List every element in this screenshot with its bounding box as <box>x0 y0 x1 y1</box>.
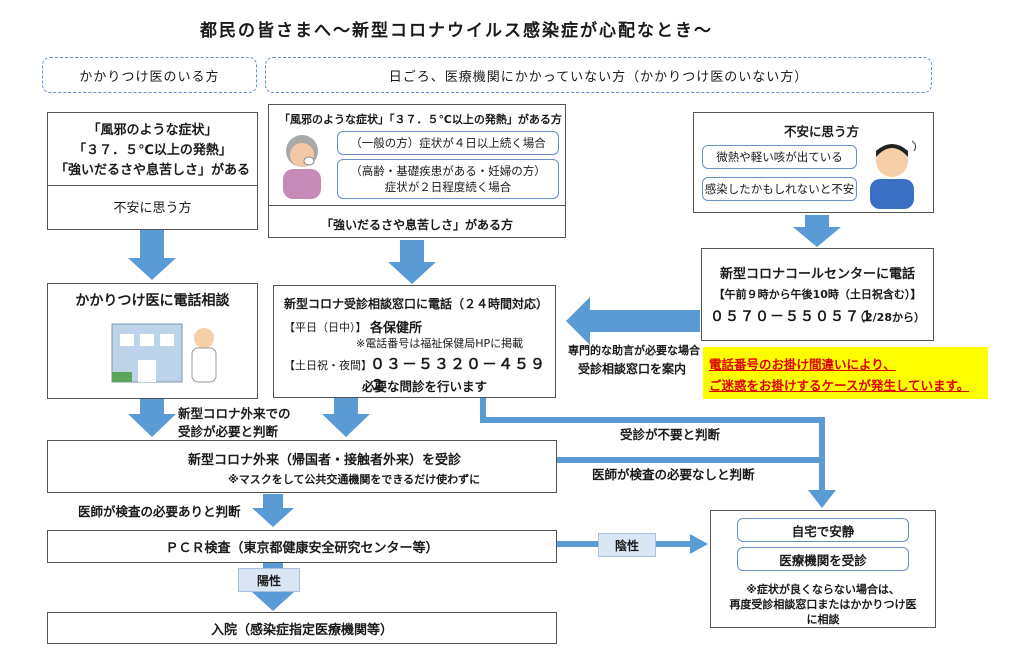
arrow-a-to-d-shaft <box>140 228 164 258</box>
pill-risk-2days: （高齢・基礎疾患がある・妊婦の方） 症状が２日程度続く場合 <box>337 159 559 199</box>
arrow-g-to-h-shaft <box>263 494 283 510</box>
page-title: 都民の皆さまへ～新型コロナウイルス感染症が心配なとき～ <box>200 21 713 41</box>
arrow-e-to-j-down <box>480 398 486 423</box>
pill-visit-hospital: 医療機関を受診 <box>737 547 909 571</box>
arrow-g-to-h-head <box>252 508 294 527</box>
arrow-f-to-e-head <box>566 297 590 345</box>
box-symptoms-with-doctor: 「風邪のような症状」 「３７．５℃以上の発熱」 「強いだるさや息苦しさ」がある … <box>47 112 258 230</box>
header-without-doctor: 日ごろ、医療機関にかかっていない方（かかりつけ医のいない方） <box>265 57 932 93</box>
arrow-h-to-j-head <box>690 534 708 554</box>
label-no-visit-needed: 受診が不要と判断 <box>620 427 721 442</box>
label-positive-text: 陽性 <box>256 573 281 588</box>
box-j-note1: ※症状が良くならない場合は、 <box>746 583 900 596</box>
arrow-h-to-i-head <box>252 592 294 611</box>
pill-home-rest: 自宅で安静 <box>737 518 909 542</box>
box-anxious: 不安に思う方 微熱や軽い咳が出ている 感染したかもしれないと不安 <box>693 112 934 213</box>
arrow-e-to-g-shaft <box>334 397 358 415</box>
symptom-fever: 「３７．５℃以上の発熱」 <box>73 143 232 158</box>
box-pcr-test: ＰＣＲ検査（東京都健康安全研究センター等） <box>47 530 557 563</box>
worried-man-icon <box>870 140 917 209</box>
weekday-value: 各保健所 <box>370 321 423 336</box>
label-outpatient-needed-2: 受診が必要と判断 <box>178 424 279 439</box>
symptom-cold: 「風邪のような症状」 <box>87 123 218 138</box>
label-no-test-needed: 医師が検査の必要なしと判断 <box>592 467 755 482</box>
box-call-family-doctor: かかりつけ医に電話相談 <box>47 283 258 399</box>
box-d-title: かかりつけ医に電話相談 <box>75 293 230 309</box>
clinic-doctor-icon <box>111 323 217 383</box>
warning-line1: 電話番号のお掛け間違いにより、 <box>709 357 896 372</box>
label-negative-text: 陰性 <box>614 538 639 553</box>
box-e-footer: 必要な問診を行います <box>362 379 488 394</box>
box-consultation-center: 新型コロナ受診相談窓口に電話（２４時間対応） 【平日（日中）】 各保健所 ※電話… <box>273 285 556 398</box>
sick-elderly-icon <box>283 135 321 199</box>
label-negative: 陰性 <box>598 533 656 557</box>
arrow-e-to-j-right <box>480 417 825 423</box>
pill-general-4days: （一般の方）症状が４日以上続く場合 <box>337 131 559 155</box>
box-e-title: 新型コロナ受診相談窓口に電話（２４時間対応） <box>284 297 549 311</box>
call-center-hours: 【午前９時から午後10時（土日祝含む）】 <box>713 288 922 301</box>
box-j-note3: に相談 <box>806 613 840 626</box>
label-guide-to-center: 受診相談窓口を案内 <box>578 362 687 376</box>
arrow-c-to-f-head <box>793 227 841 247</box>
box-home-rest: 自宅で安静 医療機関を受診 ※症状が良くならない場合は、 再度受診相談窓口または… <box>710 510 936 628</box>
arrow-b-to-e-head <box>388 262 436 284</box>
holiday-label: 【土日祝・夜間】 <box>284 359 372 372</box>
warning-line2: ご迷惑をお掛けするケースが発生しています。 <box>709 378 970 393</box>
box-g-line2: ※マスクをして公共交通機関をできるだけ使わずに <box>228 473 481 486</box>
arrow-into-j-shaft <box>819 417 825 492</box>
phone-note: ※電話番号は福祉保健局HPに掲載 <box>356 337 524 350</box>
arrow-b-to-e-shaft <box>400 240 424 262</box>
arrow-into-j-head <box>808 490 836 508</box>
box-hospitalization: 入院（感染症指定医療機関等） <box>47 612 557 644</box>
box-j-note2: 再度受診相談窓口またはかかりつけ医 <box>729 598 917 611</box>
weekday-label: 【平日（日中）】 <box>284 321 367 334</box>
pill-infection-worry: 感染したかもしれないと不安 <box>702 177 857 201</box>
label-positive: 陽性 <box>238 568 300 592</box>
arrow-e-to-g-head <box>322 414 370 437</box>
call-center-phone-note: （2/28から） <box>854 311 925 324</box>
box-call-center: 新型コロナコールセンターに電話 【午前９時から午後10時（土日祝含む）】 ０５７… <box>701 248 934 341</box>
box-covid-outpatient: 新型コロナ外来（帰国者・接触者外来）を受診 ※マスクをして公共交通機関をできるだ… <box>47 440 557 493</box>
arrow-d-to-g-shaft <box>140 399 164 415</box>
box-i-text: 入院（感染症指定医療機関等） <box>210 622 393 638</box>
label-advice-needed: 専門的な助言が必要な場合 <box>568 344 700 357</box>
box-b-header: 「風邪のような症状」「３７．５℃以上の発熱」がある方 <box>279 113 562 126</box>
pill-risk-line1: （高齢・基礎疾患がある・妊婦の方） <box>350 164 546 178</box>
holiday-phone: ０３－５３２０－４５９２ <box>370 355 547 394</box>
call-center-phone: ０５７０－５５０５７１ <box>710 309 875 325</box>
pill-risk-line2: 症状が２日程度続く場合 <box>384 180 512 194</box>
box-h-text: ＰＣＲ検査（東京都健康安全研究センター等） <box>165 541 439 556</box>
header-with-doctor: かかりつけ医のいる方 <box>42 57 257 93</box>
arrow-d-to-g-head <box>128 414 176 437</box>
header-with-doctor-label: かかりつけ医のいる方 <box>79 69 220 85</box>
header-without-doctor-label: 日ごろ、医療機関にかかっていない方（かかりつけ医のいない方） <box>388 69 809 85</box>
warning-banner: 電話番号のお掛け間違いにより、 ご迷惑をお掛けするケースが発生しています。 <box>703 347 988 399</box>
symptom-fatigue: 「強いだるさや息苦しさ」がある <box>54 163 250 178</box>
box-symptoms-without-doctor: 「風邪のような症状」「３７．５℃以上の発熱」がある方 （一般の方）症状が４日以上… <box>268 104 566 238</box>
arrow-a-to-d-head <box>128 258 176 280</box>
arrow-f-to-e-shaft <box>590 310 700 332</box>
box-b-footer: 「強いだるさや息苦しさ」がある方 <box>320 218 513 232</box>
pill-mild-fever: 微熱や軽い咳が出ている <box>702 145 857 169</box>
box-c-title: 不安に思う方 <box>784 124 860 139</box>
box-a-footer: 不安に思う方 <box>113 201 192 216</box>
arrow-c-to-f-shaft <box>805 215 829 227</box>
box-g-line1: 新型コロナ外来（帰国者・接触者外来）を受診 <box>188 453 462 468</box>
label-test-needed: 医師が検査の必要ありと判断 <box>78 504 241 519</box>
label-outpatient-needed-1: 新型コロナ外来での <box>178 406 291 421</box>
arrow-g-to-j-right <box>557 457 825 463</box>
box-f-title: 新型コロナコールセンターに電話 <box>719 267 915 282</box>
